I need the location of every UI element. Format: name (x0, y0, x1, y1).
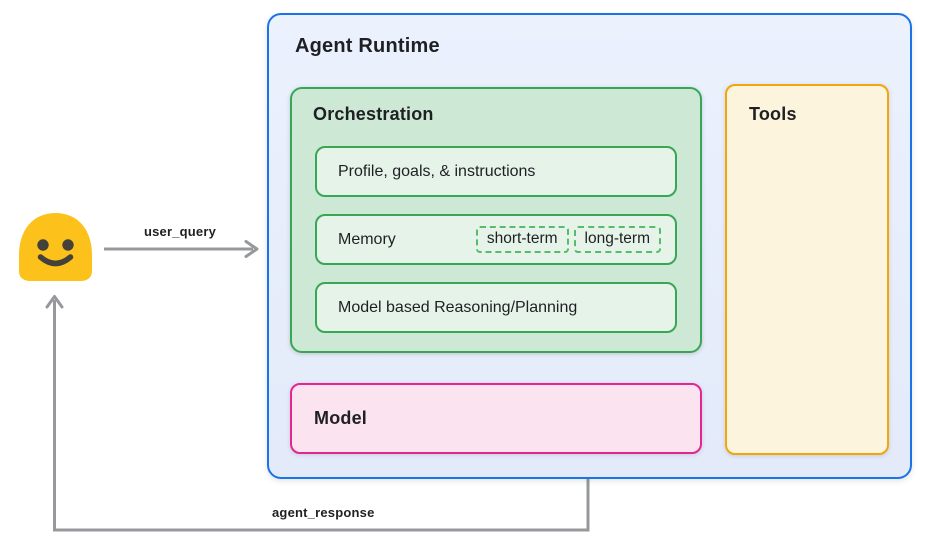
memory-box: Memory short-term long-term (315, 214, 677, 265)
long-term-tag: long-term (573, 226, 661, 253)
agent-runtime-box: Agent Runtime Orchestration Profile, goa… (267, 13, 912, 479)
smiley-right-eye (62, 239, 74, 251)
agent-response-arrowhead-icon (45, 295, 64, 309)
profile-goals-instructions-label: Profile, goals, & instructions (338, 162, 536, 180)
agent-runtime-title: Agent Runtime (295, 35, 440, 57)
model-title: Model (314, 408, 367, 428)
memory-tags: short-term long-term (475, 226, 661, 253)
profile-goals-instructions-box: Profile, goals, & instructions (315, 146, 677, 197)
model-box: Model (290, 383, 702, 454)
tools-title: Tools (749, 104, 797, 124)
model-reasoning-planning-box: Model based Reasoning/Planning (315, 282, 677, 333)
smiley-face-shape (19, 213, 92, 281)
orchestration-title: Orchestration (313, 104, 434, 124)
short-term-tag: short-term (475, 226, 569, 253)
model-reasoning-planning-label: Model based Reasoning/Planning (338, 298, 578, 316)
smiley-mouth (37, 254, 74, 267)
smiley-left-eye (37, 239, 49, 251)
agent-response-arrow-line (53, 300, 590, 532)
user-query-arrowhead-icon (244, 240, 259, 258)
agent-response-label: agent_response (272, 505, 375, 520)
orchestration-box: Orchestration Profile, goals, & instruct… (290, 87, 702, 353)
memory-label: Memory (338, 230, 396, 248)
user-smiley-icon (19, 213, 92, 281)
tools-box: Tools (725, 84, 889, 455)
user-query-label: user_query (143, 224, 217, 239)
